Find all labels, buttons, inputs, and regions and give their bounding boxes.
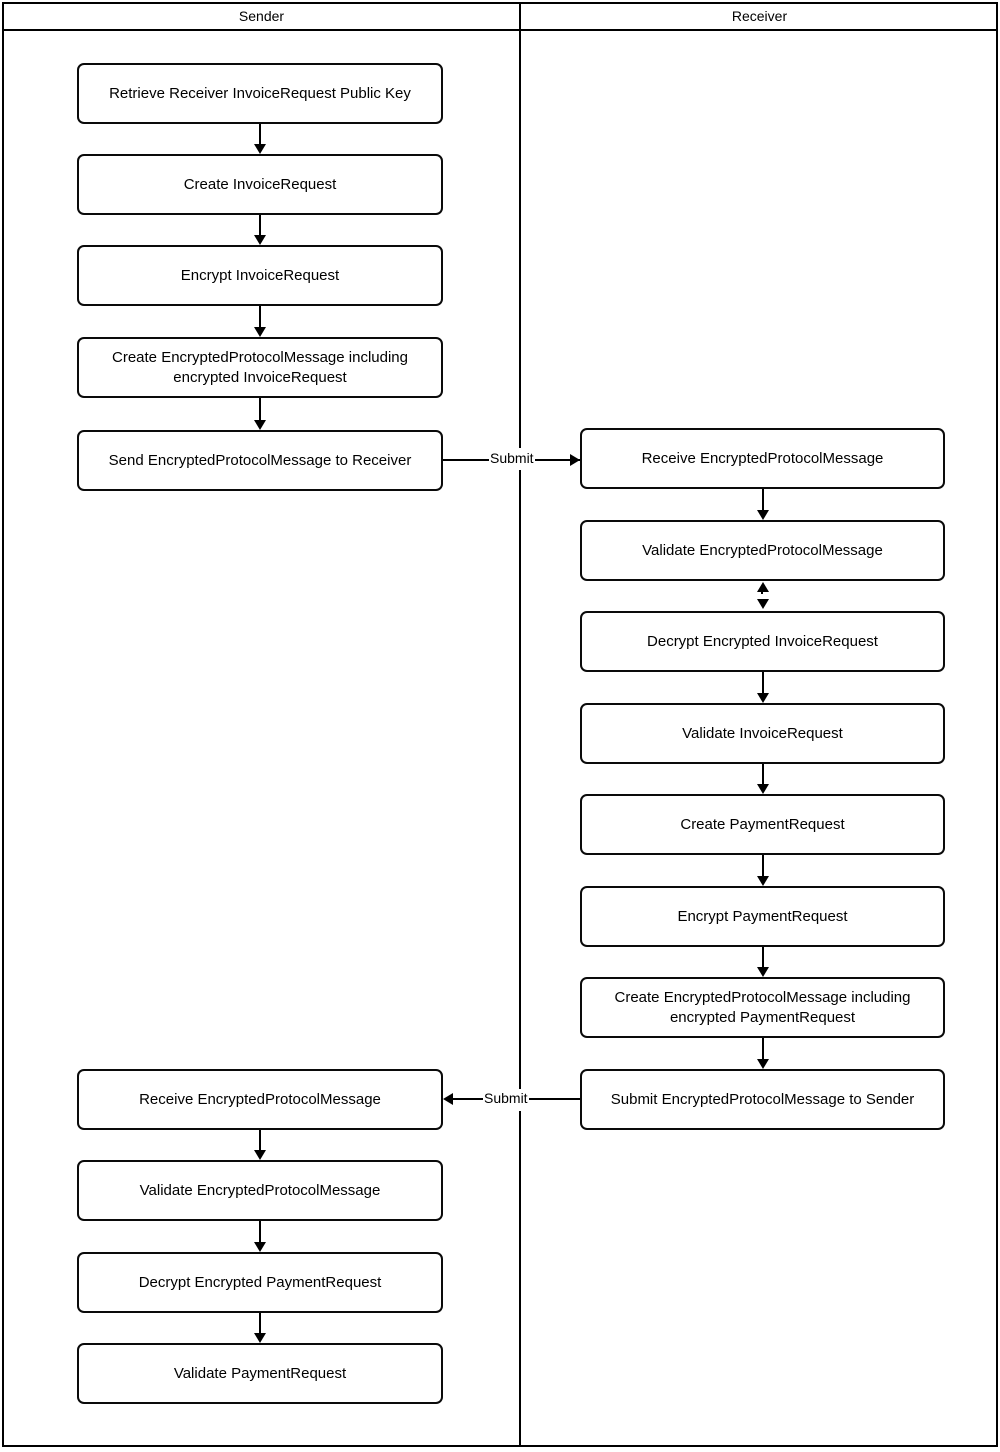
lane-divider — [519, 2, 521, 1447]
connector-r2-r3-arrow-down — [757, 599, 769, 609]
node-submit-encryptedprotocolmessage-to-sender[interactable]: Submit EncryptedProtocolMessage to Sende… — [580, 1069, 945, 1130]
node-label: Encrypt InvoiceRequest — [180, 266, 340, 284]
node-label: Send EncryptedProtocolMessage to Receive… — [108, 451, 412, 469]
node-validate-invoicerequest[interactable]: Validate InvoiceRequest — [580, 703, 945, 764]
node-decrypt-encrypted-invoicerequest[interactable]: Decrypt Encrypted InvoiceRequest — [580, 611, 945, 672]
node-validate-encryptedprotocolmessage-sender[interactable]: Validate EncryptedProtocolMessage — [77, 1160, 443, 1221]
connector-s8-s9-arrow — [254, 1333, 266, 1343]
connector-r3-r4-arrow — [757, 693, 769, 703]
lane-header-row: Sender Receiver — [2, 2, 998, 31]
node-encrypt-paymentrequest[interactable]: Encrypt PaymentRequest — [580, 886, 945, 947]
node-label: Decrypt Encrypted PaymentRequest — [138, 1273, 382, 1291]
connector-r7-r8-line — [762, 1038, 764, 1059]
connector-s6-s7-line — [259, 1130, 261, 1150]
connector-s4-s5-line — [259, 398, 261, 420]
edge-label-submit-bottom: Submit — [483, 1090, 529, 1106]
node-create-encryptedprotocolmessage-paymentrequest[interactable]: Create EncryptedProtocolMessage includin… — [580, 977, 945, 1038]
node-receive-encryptedprotocolmessage-receiver[interactable]: Receive EncryptedProtocolMessage — [580, 428, 945, 489]
lane-header-receiver: Receiver — [731, 8, 788, 24]
connector-s7-s8-line — [259, 1221, 261, 1242]
node-receive-encryptedprotocolmessage-sender[interactable]: Receive EncryptedProtocolMessage — [77, 1069, 443, 1130]
node-label: Receive EncryptedProtocolMessage — [641, 449, 884, 467]
node-encrypt-invoicerequest[interactable]: Encrypt InvoiceRequest — [77, 245, 443, 306]
connector-r6-r7-line — [762, 947, 764, 967]
node-label: Create EncryptedProtocolMessage includin… — [112, 348, 408, 386]
node-label: Receive EncryptedProtocolMessage — [139, 1090, 381, 1108]
node-label: Validate EncryptedProtocolMessage — [139, 1181, 381, 1199]
connector-r1-r2-arrow — [757, 510, 769, 520]
node-label: Validate PaymentRequest — [173, 1364, 347, 1382]
node-label: Create EncryptedProtocolMessage includin… — [614, 988, 911, 1026]
node-label: Retrieve Receiver InvoiceRequest Public … — [109, 84, 411, 102]
node-label: Validate InvoiceRequest — [682, 724, 843, 742]
node-create-paymentrequest[interactable]: Create PaymentRequest — [580, 794, 945, 855]
connector-r6-r7-arrow — [757, 967, 769, 977]
node-label: Validate EncryptedProtocolMessage — [642, 541, 883, 559]
node-label: Submit EncryptedProtocolMessage to Sende… — [610, 1090, 915, 1108]
connector-r3-r4-line — [762, 672, 764, 693]
connector-s3-s4-arrow — [254, 327, 266, 337]
node-create-invoicerequest[interactable]: Create InvoiceRequest — [77, 154, 443, 215]
connector-r5-r6-line — [762, 855, 764, 876]
connector-r1-r2-line — [762, 489, 764, 510]
node-validate-paymentrequest[interactable]: Validate PaymentRequest — [77, 1343, 443, 1404]
connector-s7-s8-arrow — [254, 1242, 266, 1252]
connector-s2-s3-arrow — [254, 235, 266, 245]
connector-s6-s7-arrow — [254, 1150, 266, 1160]
node-label: Create PaymentRequest — [680, 815, 845, 833]
node-send-encryptedprotocolmessage-to-receiver[interactable]: Send EncryptedProtocolMessage to Receive… — [77, 430, 443, 491]
connector-r2-r3-arrow-up — [757, 582, 769, 592]
node-retrieve-receiver-invoicerequest-public-key[interactable]: Retrieve Receiver InvoiceRequest Public … — [77, 63, 443, 124]
node-validate-encryptedprotocolmessage-receiver[interactable]: Validate EncryptedProtocolMessage — [580, 520, 945, 581]
connector-r5-r6-arrow — [757, 876, 769, 886]
connector-s1-s2-line — [259, 124, 261, 144]
connector-s5-r1-arrow — [570, 454, 580, 466]
connector-s8-s9-line — [259, 1313, 261, 1333]
connector-s2-s3-line — [259, 215, 261, 235]
connector-r7-r8-arrow — [757, 1059, 769, 1069]
lane-header-sender: Sender — [238, 8, 285, 24]
connector-s4-s5-arrow — [254, 420, 266, 430]
node-label: Decrypt Encrypted InvoiceRequest — [647, 632, 878, 650]
connector-r4-r5-arrow — [757, 784, 769, 794]
node-label: Create InvoiceRequest — [183, 175, 337, 193]
node-create-encryptedprotocolmessage-invoicerequest[interactable]: Create EncryptedProtocolMessage includin… — [77, 337, 443, 398]
connector-s3-s4-line — [259, 306, 261, 327]
node-decrypt-encrypted-paymentrequest[interactable]: Decrypt Encrypted PaymentRequest — [77, 1252, 443, 1313]
connector-s1-s2-arrow — [254, 144, 266, 154]
connector-r2-r3-line — [761, 587, 763, 594]
connector-r8-s6-arrow — [443, 1093, 453, 1105]
node-label: Encrypt PaymentRequest — [677, 907, 848, 925]
connector-r4-r5-line — [762, 764, 764, 784]
edge-label-submit-top: Submit — [489, 450, 535, 466]
